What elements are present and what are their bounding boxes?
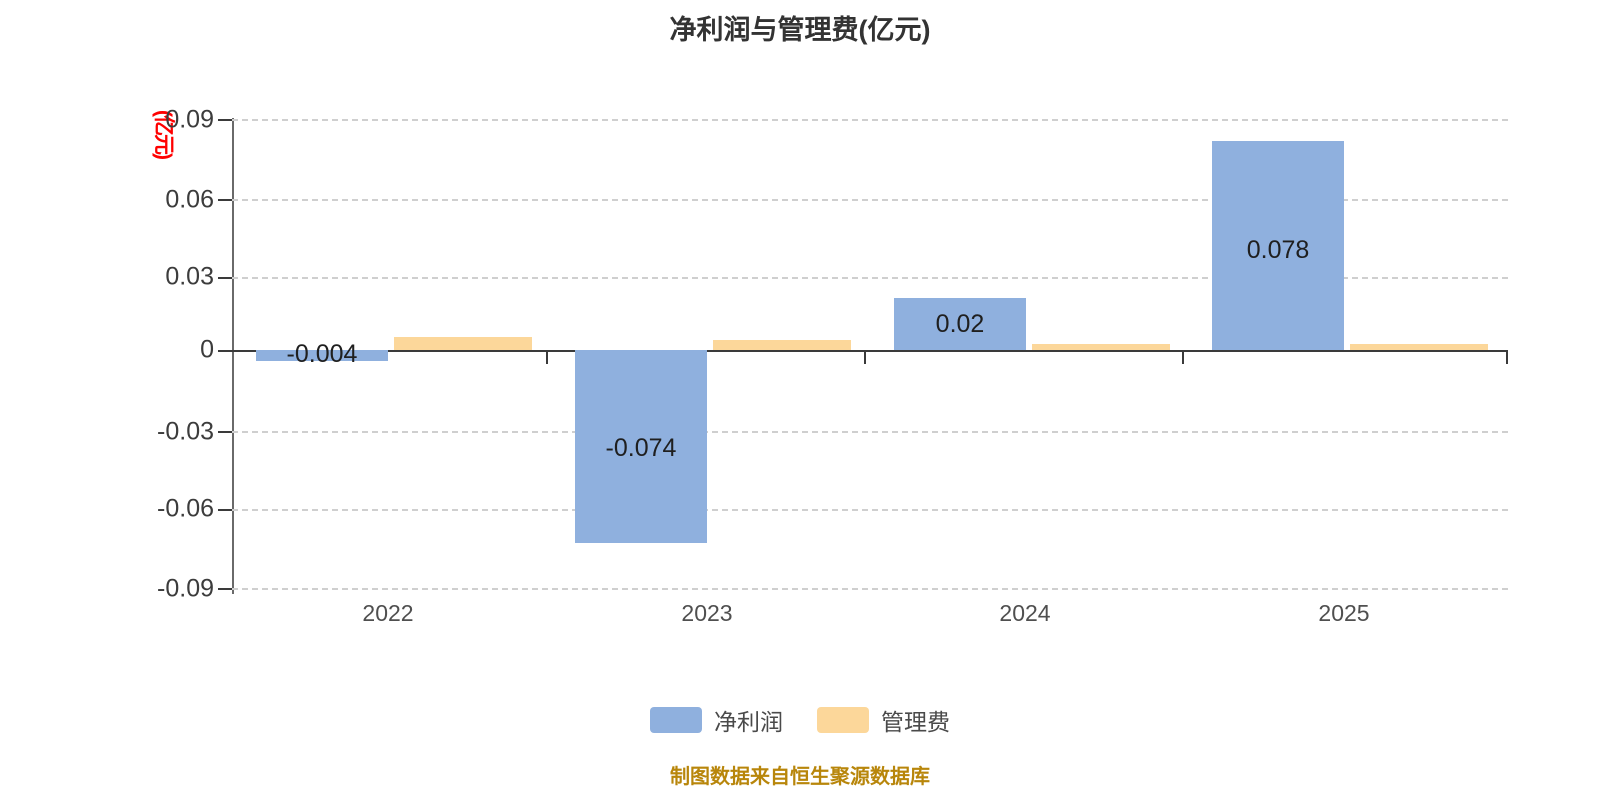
gridline-0.06: [232, 199, 1508, 201]
gridline-neg0.03: [232, 431, 1508, 433]
chart-legend: 净利润 管理费: [0, 703, 1600, 737]
bar-admin-2022[interactable]: [394, 337, 532, 350]
legend-swatch-icon-admin-expense: [817, 707, 869, 733]
y-tick-label-2: 0.03: [165, 262, 214, 291]
gridline-0.09: [232, 119, 1508, 121]
x-tick-label-2024: 2024: [999, 600, 1051, 626]
y-tick-mark-1: [218, 199, 232, 201]
bar-admin-2025[interactable]: [1350, 344, 1488, 350]
y-tick-label-1: 0.06: [165, 185, 214, 214]
y-axis-line: [232, 118, 234, 594]
category-separator-1: [546, 350, 548, 364]
y-tick-label-0: 0.09: [165, 105, 214, 134]
bar-label-net-2023: -0.074: [605, 434, 677, 462]
category-separator-3: [1182, 350, 1184, 364]
legend-item-net-profit[interactable]: 净利润: [650, 703, 783, 737]
bar-net-2024[interactable]: [894, 298, 1026, 350]
legend-label-admin-expense: 管理费: [881, 709, 950, 735]
y-tick-mark-0: [218, 119, 232, 121]
bar-admin-2023[interactable]: [713, 340, 851, 350]
y-tick-label-5: -0.06: [157, 494, 214, 523]
bar-admin-2024[interactable]: [1032, 344, 1170, 350]
bar-net-2023[interactable]: [575, 350, 707, 543]
y-tick-label-3: 0: [200, 335, 214, 364]
bar-label-net-2025: 0.078: [1246, 236, 1310, 264]
category-separator-2: [864, 350, 866, 364]
bar-label-net-2024: 0.02: [935, 310, 985, 338]
gridline-0.03: [232, 277, 1508, 279]
x-axis-zero-line: [218, 350, 1508, 352]
x-tick-label-2022: 2022: [362, 600, 414, 626]
gridline-neg0.09: [232, 588, 1508, 590]
chart-source-note: 制图数据来自恒生聚源数据库: [670, 766, 930, 788]
y-tick-mark-4: [218, 431, 232, 433]
legend-label-net-profit: 净利润: [714, 709, 783, 735]
bar-label-net-2022: -0.004: [286, 340, 358, 368]
y-tick-mark-2: [218, 277, 232, 279]
category-separator-4: [1506, 350, 1508, 364]
legend-swatch-icon-net-profit: [650, 707, 702, 733]
y-tick-mark-5: [218, 509, 232, 511]
chart-title: 净利润与管理费(亿元): [669, 15, 931, 45]
y-tick-label-6: -0.09: [157, 574, 214, 603]
bar-net-2022[interactable]: [256, 350, 388, 361]
bar-net-2025[interactable]: [1212, 141, 1344, 350]
x-tick-label-2025: 2025: [1318, 600, 1370, 626]
y-tick-mark-6: [218, 588, 232, 590]
y-tick-label-4: -0.03: [157, 417, 214, 446]
x-tick-label-2023: 2023: [681, 600, 733, 626]
legend-item-admin-expense[interactable]: 管理费: [817, 703, 950, 737]
gridline-neg0.06: [232, 509, 1508, 511]
